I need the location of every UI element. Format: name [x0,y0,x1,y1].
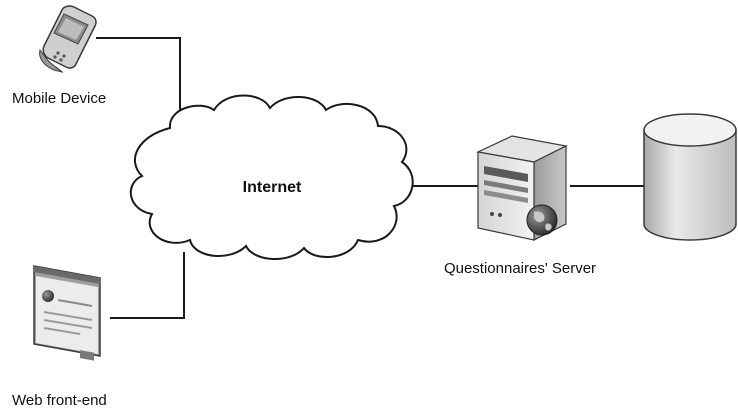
mobile-phone-icon [39,5,97,73]
mobile-device-label: Mobile Device [12,90,106,107]
questionnaires-server-label: Questionnaires' Server [444,260,596,277]
globe-icon [526,204,558,236]
browser-window-icon [33,265,101,361]
connectors [96,37,644,319]
edge-mobile-internet [96,37,181,116]
edge-web-internet [110,252,185,319]
cloud-icon [129,94,414,261]
internet-label: Internet [243,179,302,196]
web-front-end-label: Web front-end [12,392,107,409]
database-cylinder-icon [643,113,737,241]
